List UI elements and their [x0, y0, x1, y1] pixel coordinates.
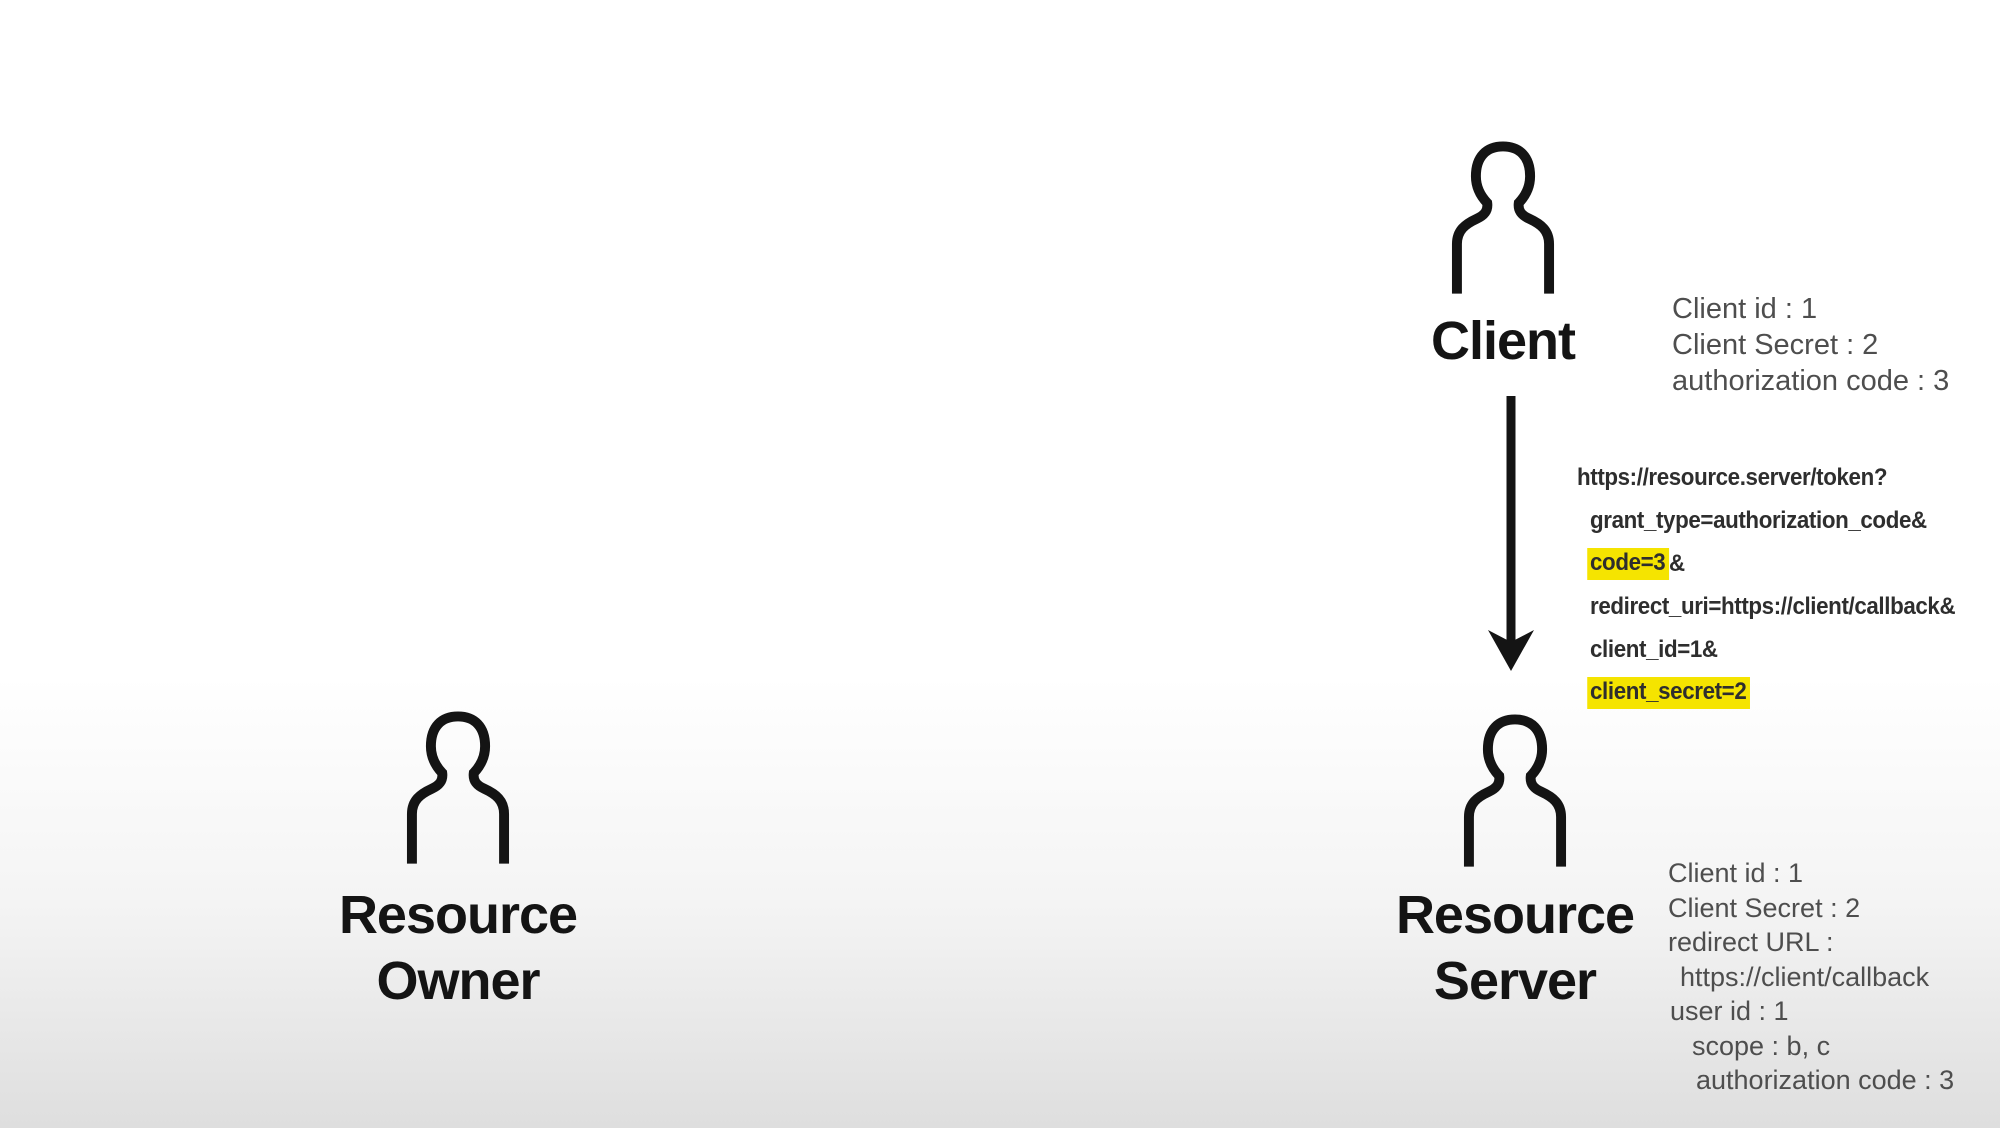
client-info: Client id : 1 Client Secret : 2 authoriz… [1672, 291, 1949, 399]
highlighted-client-secret-param: client_secret=2 [1587, 676, 1751, 709]
resource-server-label-line: Resource [1395, 885, 1635, 945]
resource-owner-label-line: Owner [376, 951, 540, 1011]
person-icon [406, 711, 510, 864]
request-line: grant_type=authorization_code& [1590, 506, 1927, 534]
resource-owner-label-line: Resource [338, 885, 578, 945]
request-line: https://resource.server/token? [1577, 463, 1888, 491]
arrow-down-icon [1488, 396, 1534, 671]
request-line: client_id=1& [1590, 635, 1718, 663]
client-info-line: Client id : 1 [1672, 293, 1818, 325]
resource-server-info: Client id : 1 Client Secret : 2 redirect… [1668, 856, 1954, 1098]
request-line: code=3& [1577, 542, 1955, 585]
resource-owner-label: Resource Owner [288, 882, 628, 1014]
request-line-suffix: & [1669, 549, 1685, 577]
request-line: client_secret=2 [1577, 671, 1955, 714]
resource-server-info-line: Client Secret : 2 [1668, 892, 1861, 923]
resource-server-info-line: user id : 1 [1670, 996, 1789, 1026]
client-info-line: authorization code : 3 [1672, 365, 1950, 397]
resource-server-info-line: Client id : 1 [1668, 858, 1804, 888]
resource-server-label: Resource Server [1345, 882, 1685, 1014]
client-info-line: Client Secret : 2 [1672, 329, 1879, 361]
resource-server-info-line: redirect URL : [1668, 927, 1834, 957]
request-line: redirect_uri=https://client/callback& [1590, 592, 1956, 620]
resource-server-info-line: authorization code : 3 [1696, 1065, 1955, 1095]
resource-server-info-line: scope : b, c [1692, 1030, 1831, 1061]
person-icon [1451, 141, 1555, 294]
resource-server-info-line: https://client/callback [1680, 961, 1930, 992]
client-label: Client [1430, 311, 1576, 371]
resource-server-label-line: Server [1433, 951, 1597, 1011]
token-request-text: https://resource.server/token? grant_typ… [1577, 456, 1956, 714]
highlighted-code-param: code=3 [1587, 547, 1670, 580]
person-icon [1463, 714, 1567, 867]
